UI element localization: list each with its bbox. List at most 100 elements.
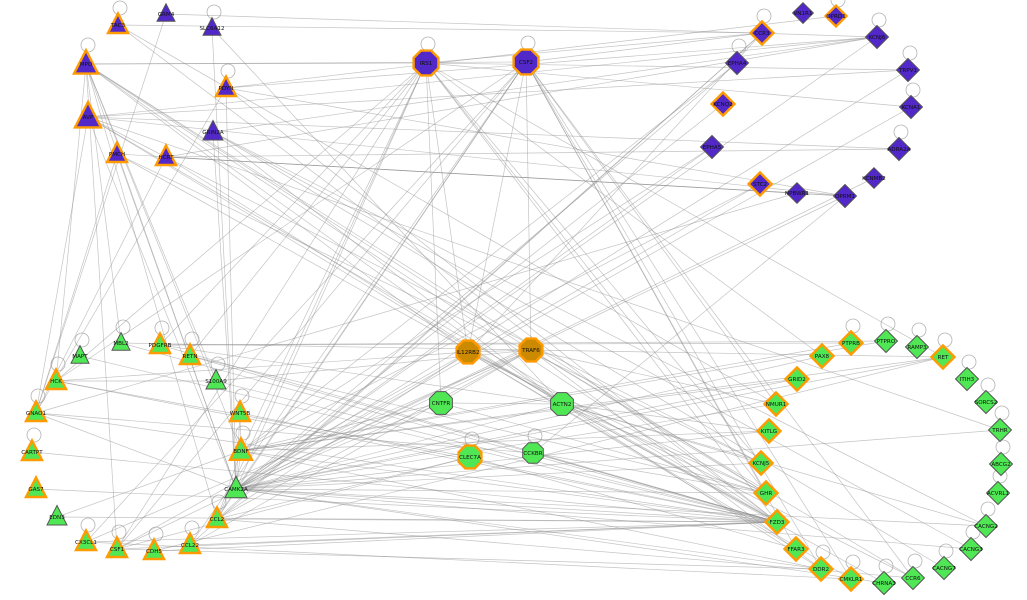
node-TAC3[interactable]: TAC3 [106, 10, 130, 35]
node-KCNQ2[interactable]: KCNQ2 [709, 90, 737, 118]
diamond-shape [862, 166, 886, 190]
triangle-shape [202, 119, 224, 141]
edge [225, 87, 778, 523]
edge [225, 87, 846, 197]
node-GNAO1[interactable]: GNAO1 [24, 398, 48, 423]
node-ITIH3[interactable]: ITIH3 [954, 366, 980, 392]
self-loop [527, 428, 543, 444]
node-KCNJ6[interactable]: KCNJ6 [864, 24, 890, 50]
node-PTPRB[interactable]: PTPRB [837, 329, 865, 357]
self-loop [845, 554, 861, 570]
node-TRAF6[interactable]: TRAF6 [518, 337, 544, 363]
node-GRM4[interactable]: GRM4 [156, 2, 176, 22]
node-EPHA4[interactable]: EPHA4 [724, 50, 750, 76]
edge [525, 61, 822, 570]
diamond-shape [958, 536, 984, 562]
node-OPRD1[interactable]: OPRD1 [823, 4, 849, 29]
node-CARTPT[interactable]: CARTPT [20, 437, 44, 462]
node-CMKLR1[interactable]: CMKLR1 [837, 565, 865, 593]
node-SORCS2[interactable]: SORCS2 [973, 389, 999, 415]
diamond-shape [752, 479, 780, 507]
node-GRID2[interactable]: GRID2 [783, 365, 811, 393]
edge [235, 69, 909, 490]
triangle-shape [205, 368, 227, 390]
self-loop [905, 82, 921, 98]
node-CCL22[interactable]: CCL22 [178, 530, 202, 555]
node-IL12RB2[interactable]: IL12RB2 [455, 339, 481, 365]
node-EPHA5[interactable]: EPHA5 [699, 134, 725, 160]
edge [561, 403, 822, 570]
edge [525, 32, 763, 63]
node-S100A9[interactable]: S100A9 [205, 368, 227, 390]
edge [235, 62, 427, 490]
triangle-shape [228, 435, 254, 461]
node-ADRA2A[interactable]: ADRA2A [886, 136, 912, 162]
edge [425, 62, 912, 108]
node-IRS1[interactable]: IRS1 [412, 49, 440, 77]
node-FFAR3[interactable]: FFAR3 [782, 535, 810, 563]
node-PAX8[interactable]: PAX8 [808, 342, 836, 370]
node-ACVRL1[interactable]: ACVRL1 [985, 480, 1011, 506]
edge [215, 380, 778, 523]
node-AVP[interactable]: AVP [73, 99, 103, 129]
node-TRPV1[interactable]: TRPV1 [895, 57, 921, 83]
node-KCNMB2[interactable]: KCNMB2 [862, 166, 886, 190]
edge [225, 36, 878, 89]
node-CCR6[interactable]: CCR6 [900, 565, 926, 591]
edge [240, 62, 738, 452]
edge [87, 116, 237, 490]
node-EDN3[interactable]: EDN3 [46, 504, 68, 526]
edge [87, 36, 878, 118]
node-CACNG7[interactable]: CACNG7 [931, 555, 956, 581]
edge [240, 430, 770, 452]
edge [159, 344, 778, 523]
node-VN1R1[interactable]: VN1R1 [791, 1, 815, 25]
edge [189, 61, 527, 546]
node-GAS7[interactable]: GAS7 [24, 474, 48, 499]
node-PTPRO[interactable]: PTPRO [873, 328, 899, 354]
diamond-shape [985, 480, 1011, 506]
node-KITLG[interactable]: KITLG [755, 417, 783, 445]
diamond-shape [988, 451, 1014, 477]
node-CCR3[interactable]: CCR3 [748, 19, 776, 47]
node-RET[interactable]: RET [929, 343, 957, 371]
diamond-shape [763, 508, 791, 536]
node-CCKBR[interactable]: CCKBR [522, 442, 544, 464]
node-HCRT[interactable]: HCRT [154, 142, 178, 167]
node-ACTN2[interactable]: ACTN2 [550, 392, 574, 416]
edge [425, 62, 469, 353]
node-RAMP3[interactable]: RAMP3 [904, 334, 930, 360]
node-NPBWR1[interactable]: NPBWR1 [785, 181, 810, 205]
node-GHR[interactable]: GHR [752, 479, 780, 507]
edge [235, 355, 823, 490]
diamond-shape [783, 365, 811, 393]
node-KCNA1[interactable]: KCNA1 [898, 94, 924, 120]
edge [189, 349, 532, 546]
edge [87, 116, 900, 150]
triangle-shape [105, 139, 129, 164]
node-TRHR[interactable]: TRHR [987, 417, 1013, 443]
node-ABCG2[interactable]: ABCG2 [988, 451, 1014, 477]
self-loop [961, 354, 977, 370]
node-PDYN[interactable]: PDYN [214, 73, 238, 98]
node-STC2[interactable]: STC2 [746, 170, 774, 198]
node-CNTFR[interactable]: CNTFR [429, 391, 453, 415]
triangle-shape [214, 73, 238, 98]
diamond-shape [898, 94, 924, 120]
node-CSF2[interactable]: CSF2 [512, 48, 540, 76]
edge [159, 344, 563, 405]
octagon-shape [457, 444, 483, 470]
node-CACNG3[interactable]: CACNG3 [958, 536, 984, 562]
edge [235, 488, 778, 523]
node-CLEC7A[interactable]: CLEC7A [457, 444, 483, 470]
self-loop [235, 425, 251, 441]
edge [153, 356, 944, 552]
edge [240, 402, 442, 452]
self-loop [112, 0, 128, 16]
node-MPO[interactable]: MPO [72, 47, 100, 75]
edge [235, 177, 875, 490]
edge [239, 412, 778, 523]
node-CACNG2[interactable]: CACNG2 [973, 513, 999, 539]
diamond-shape [864, 24, 890, 50]
node-PMCH[interactable]: PMCH [105, 139, 129, 164]
